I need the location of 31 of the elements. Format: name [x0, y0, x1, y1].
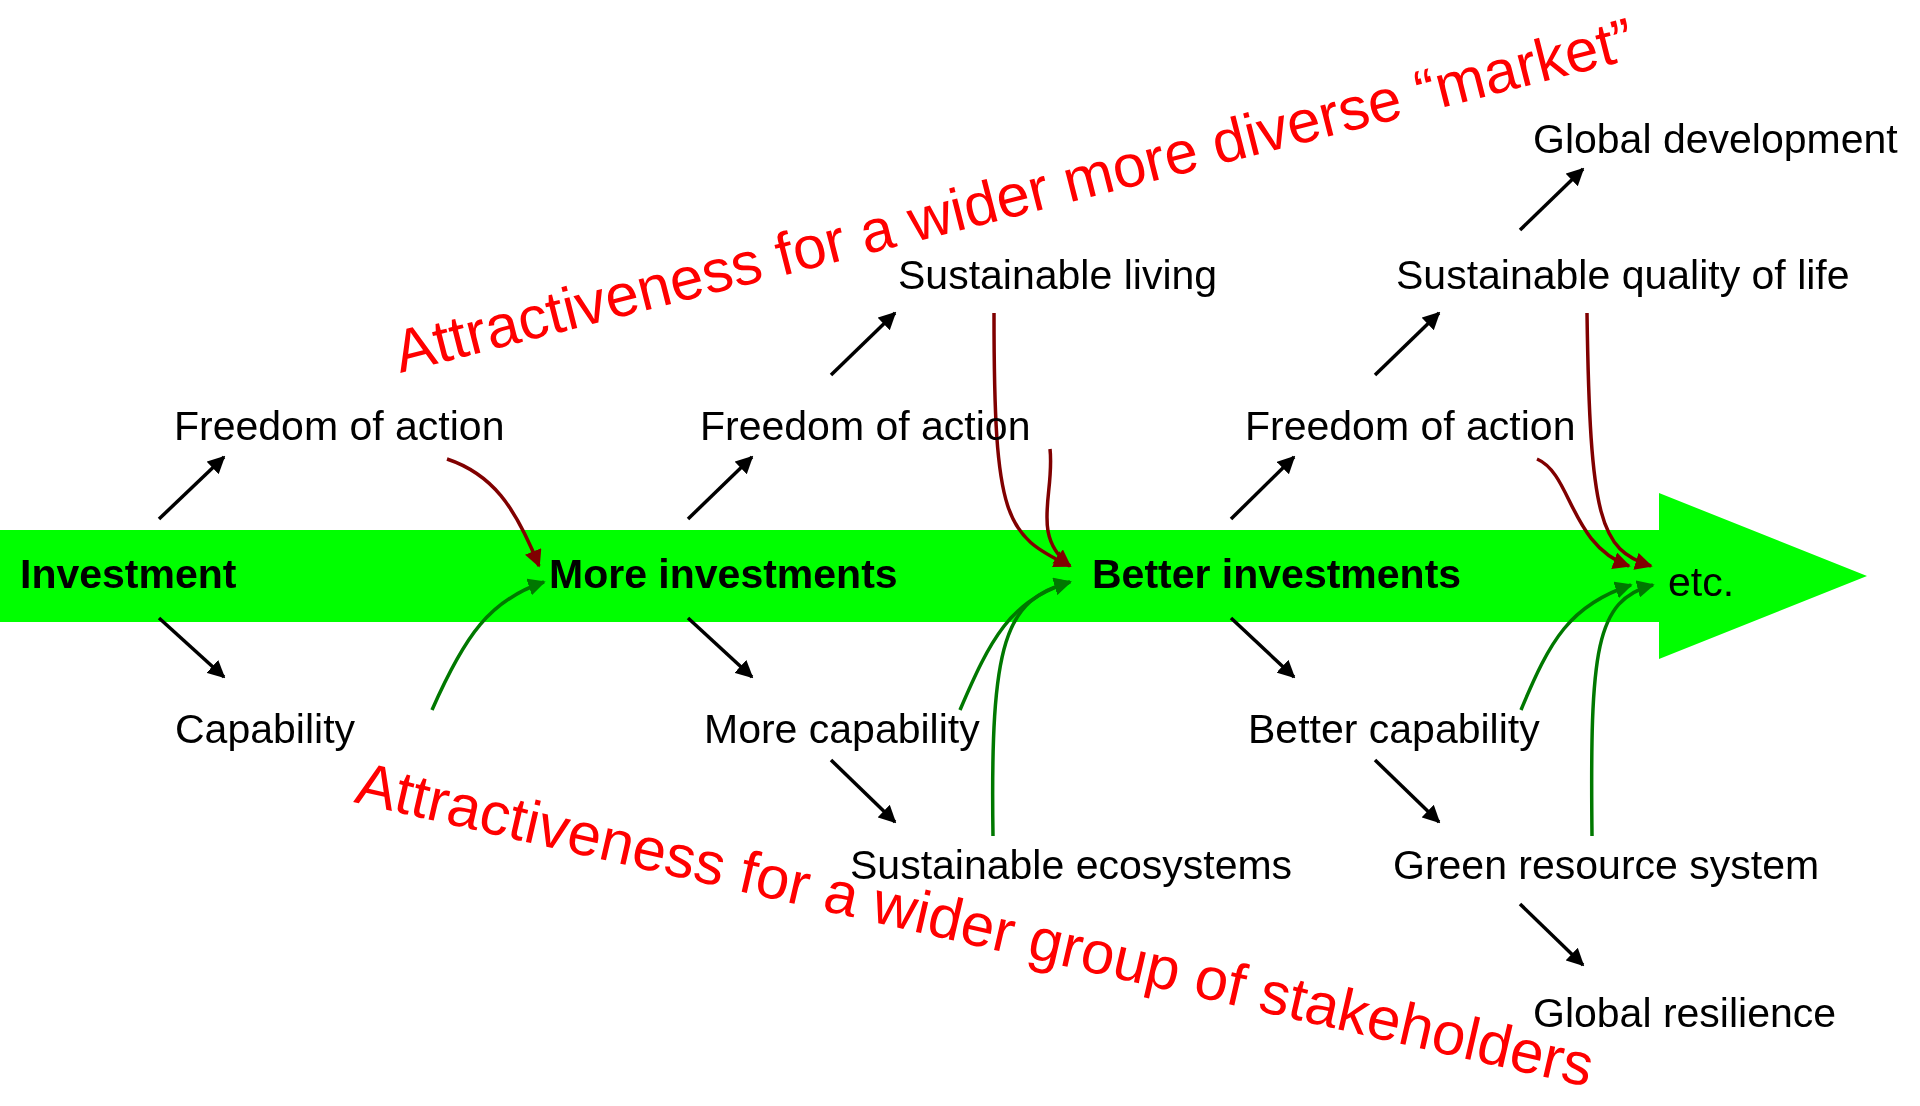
- outcome-label: Global development: [1533, 114, 1898, 166]
- arrow: [1229, 455, 1296, 521]
- outcome-label: Sustainable living: [898, 250, 1218, 302]
- stage-label: Better investments: [1092, 549, 1462, 601]
- outcome-label: Capability: [175, 704, 356, 756]
- arrow: [446, 457, 542, 568]
- timeline-arrow: [0, 493, 1867, 659]
- arrow: [829, 758, 897, 824]
- outcome-label: Better capability: [1248, 704, 1540, 756]
- stage-label: Investment: [20, 549, 237, 601]
- arrow: [992, 313, 1072, 568]
- arrow: [157, 455, 226, 521]
- arrow: [686, 455, 754, 521]
- arrow: [1518, 902, 1585, 967]
- arrow: [1519, 582, 1633, 711]
- outcome-label: Sustainable quality of life: [1396, 250, 1850, 302]
- arrow: [829, 311, 897, 377]
- arrow: [1518, 167, 1585, 232]
- outcome-label: Freedom of action: [174, 401, 505, 453]
- arrow: [1536, 457, 1631, 568]
- arrow: [1373, 758, 1441, 824]
- outcome-label: Green resource system: [1393, 840, 1820, 892]
- arrow: [1589, 581, 1655, 836]
- arrow: [990, 578, 1072, 836]
- outcome-label: More capability: [704, 704, 980, 756]
- arrow: [1585, 312, 1653, 569]
- outcome-label: etc.: [1668, 557, 1735, 609]
- outcome-label: Freedom of action: [1245, 401, 1576, 453]
- stage-label: More investments: [549, 549, 898, 601]
- arrow: [430, 579, 546, 711]
- arrow: [1373, 311, 1441, 377]
